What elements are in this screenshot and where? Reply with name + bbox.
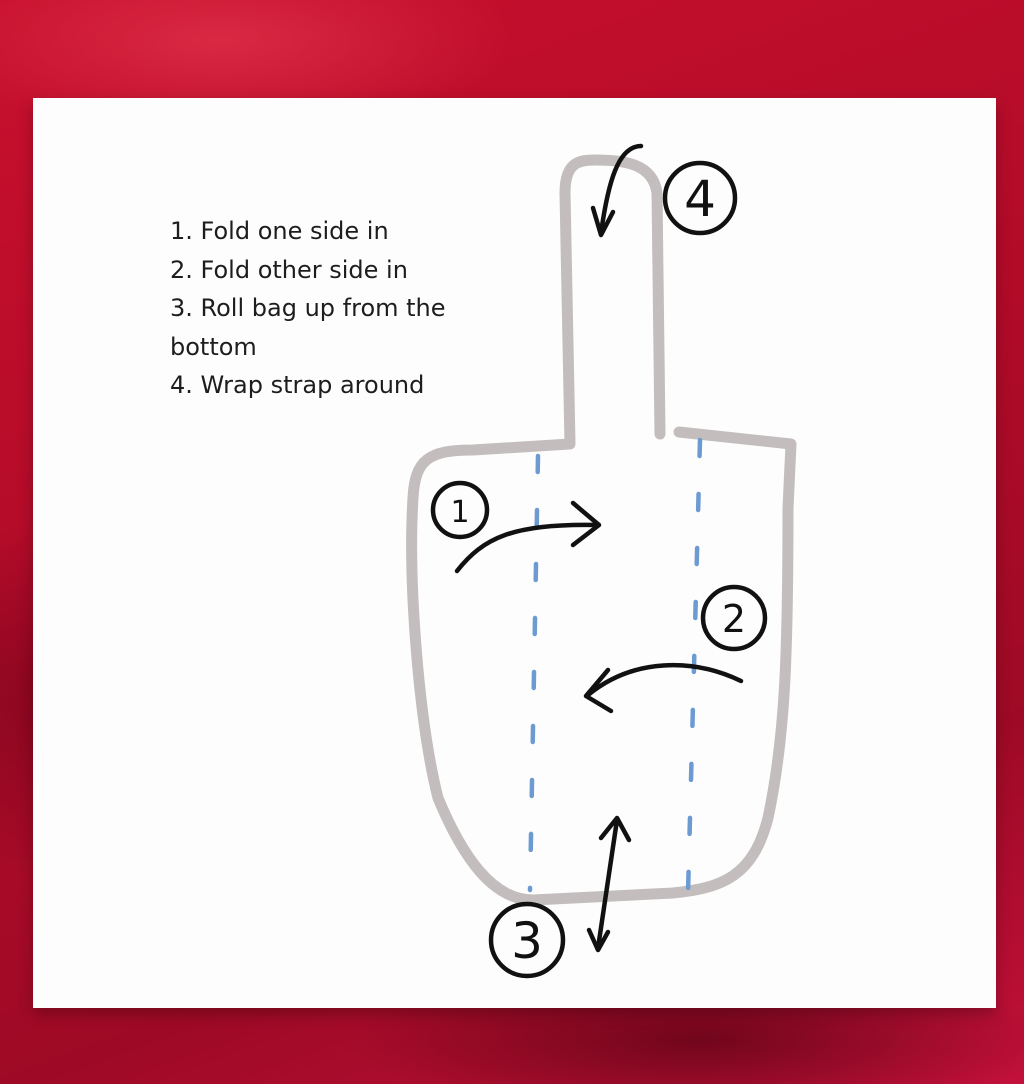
- bag-folding-diagram: 1 2 3 4: [406, 143, 797, 979]
- fold-arrow-1: [454, 500, 602, 574]
- callout-4: 4: [662, 160, 738, 236]
- wrap-arrow-4: [590, 143, 644, 238]
- instruction-step-4: 4. Wrap strap around: [170, 371, 425, 399]
- instruction-list: 1. Fold one side in 2. Fold other side i…: [170, 212, 490, 405]
- instruction-step-3: 3. Roll bag up from the bottom: [170, 294, 446, 361]
- instruction-card: 1. Fold one side in 2. Fold other side i…: [33, 98, 996, 1008]
- roll-arrow-3: [586, 815, 632, 953]
- callout-1-label: 1: [450, 495, 469, 530]
- instruction-step-1: 1. Fold one side in: [170, 217, 389, 245]
- fold-arrow-2: [583, 662, 744, 714]
- left-fold-line: [527, 453, 541, 893]
- instruction-step-2: 2. Fold other side in: [170, 255, 408, 284]
- callout-1: 1: [430, 480, 490, 540]
- callout-2: 2: [700, 584, 768, 652]
- callout-3: 3: [488, 901, 566, 979]
- callout-4-label: 4: [684, 170, 716, 228]
- callout-3-label: 3: [511, 912, 543, 970]
- bag-outline: [406, 154, 797, 906]
- callout-2-label: 2: [722, 597, 746, 641]
